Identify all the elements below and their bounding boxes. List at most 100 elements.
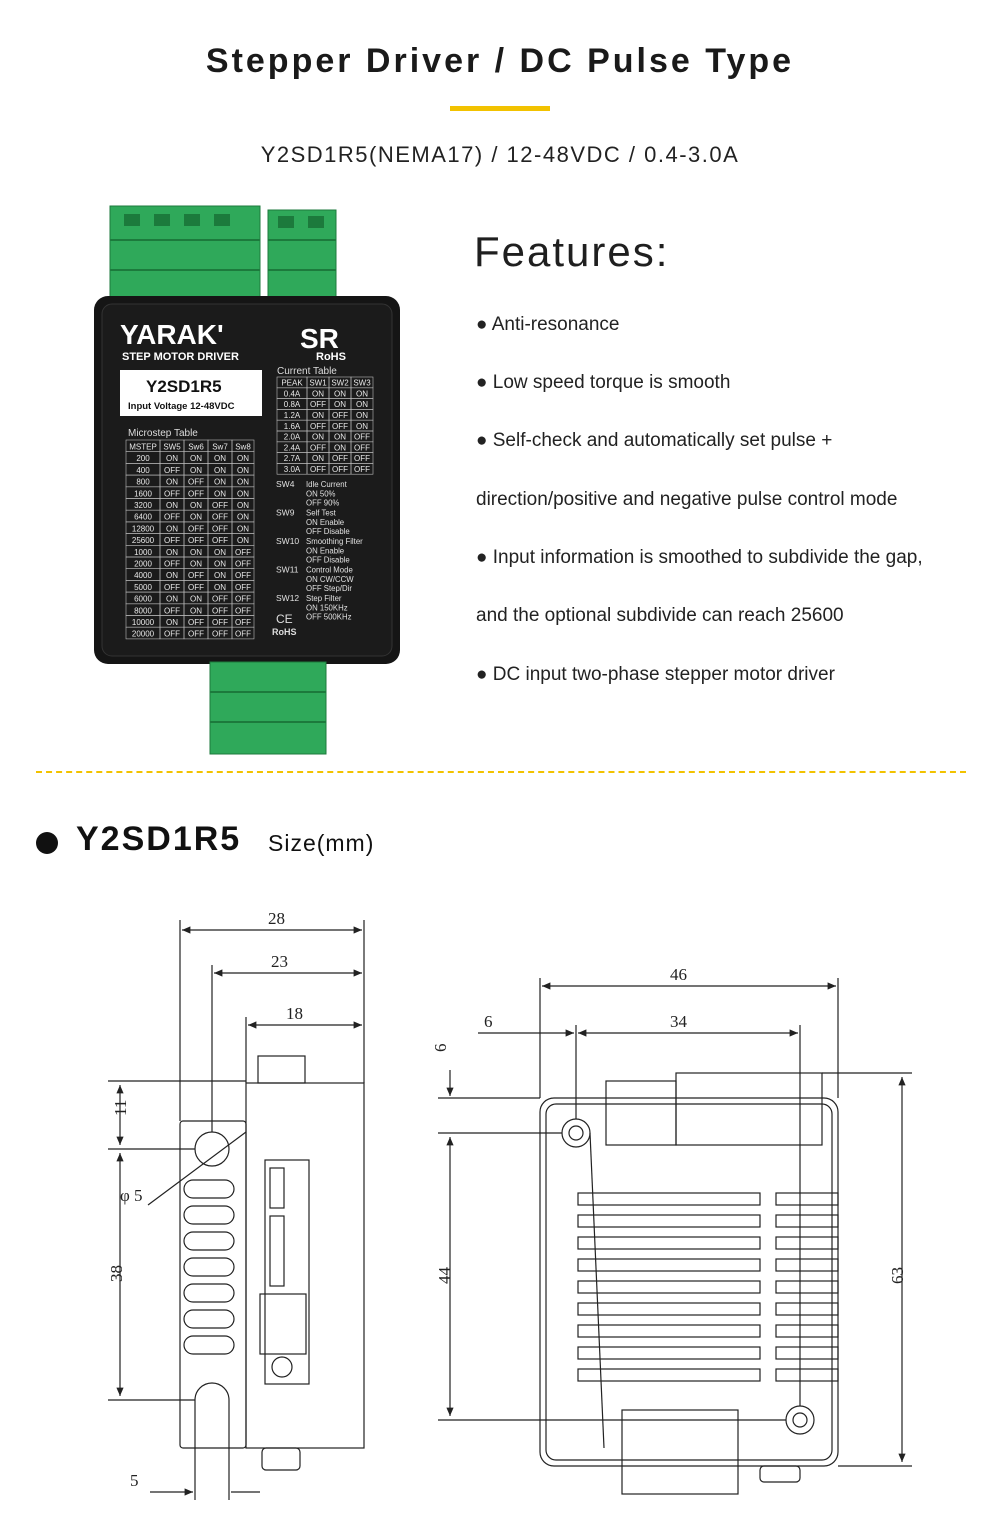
dim-front-hole-span-x: 34 — [670, 1012, 688, 1031]
microstep-cell: OFF — [188, 489, 204, 498]
current-cell: 2.4A — [284, 443, 301, 452]
model-plate-text: Y2SD1R5 — [146, 377, 222, 396]
current-cell: OFF — [310, 422, 326, 431]
driver-illustration: YARAK' STEP MOTOR DRIVER SR RoHS Y2SD1R5… — [94, 205, 400, 755]
switch-note-line: Step Filter — [306, 594, 342, 603]
switch-note-line: OFF Disable — [306, 527, 350, 536]
microstep-cell: 1600 — [134, 489, 152, 498]
product-photo: YARAK' STEP MOTOR DRIVER SR RoHS Y2SD1R5… — [90, 200, 410, 760]
current-cell: OFF — [332, 465, 348, 474]
size-unit-label: Size(mm) — [268, 830, 375, 856]
ce-mark: CE — [276, 612, 293, 626]
microstep-cell: OFF — [235, 630, 251, 639]
current-cell: ON — [356, 411, 368, 420]
feature-line: ● Low speed torque is smooth — [476, 372, 731, 393]
microstep-cell: OFF — [212, 606, 228, 615]
current-cell-border — [350, 463, 374, 475]
microstep-cell: ON — [214, 466, 226, 475]
current-cell: OFF — [332, 422, 348, 431]
microstep-cell: OFF — [235, 595, 251, 604]
microstep-cell: OFF — [235, 560, 251, 569]
current-cell: ON — [334, 389, 346, 398]
microstep-cell: OFF — [212, 595, 228, 604]
dim-front-width-total: 46 — [670, 965, 687, 984]
features-title: Features: — [474, 228, 670, 275]
current-cell: OFF — [354, 465, 370, 474]
microstep-cell: OFF — [164, 606, 180, 615]
dim-side-bottom-slot: 5 — [130, 1471, 139, 1490]
section-divider — [36, 771, 966, 773]
page-subtitle: Y2SD1R5(NEMA17) / 12-48VDC / 0.4-3.0A — [260, 142, 740, 167]
microstep-cell: ON — [237, 524, 249, 533]
microstep-title: Microstep Table — [128, 428, 198, 439]
switch-note-line: Self Test — [306, 509, 337, 518]
microstep-cell: OFF — [212, 524, 228, 533]
feature-line: ● Self-check and automatically set pulse… — [476, 430, 833, 451]
microstep-cell: OFF — [212, 501, 228, 510]
microstep-header-cell: Sw6 — [188, 443, 204, 452]
feature-line: and the optional subdivide can reach 256… — [476, 605, 844, 626]
microstep-cell: OFF — [212, 630, 228, 639]
dim-front-top-offset: 6 — [431, 1044, 450, 1053]
rohs-mark-top: RoHS — [316, 351, 346, 363]
microstep-cell: 400 — [136, 466, 150, 475]
current-cell: ON — [312, 454, 324, 463]
current-cell: ON — [312, 411, 324, 420]
current-header-cell: SW2 — [331, 379, 349, 388]
microstep-cell: ON — [237, 454, 249, 463]
microstep-cell: 3200 — [134, 501, 152, 510]
dim-side-hole-span: 38 — [107, 1265, 126, 1282]
brand-sub-text: STEP MOTOR DRIVER — [122, 351, 239, 363]
microstep-header-cell: MSTEP — [129, 443, 157, 452]
microstep-cell: OFF — [188, 524, 204, 533]
microstep-cell: ON — [166, 618, 178, 627]
microstep-cell: OFF — [188, 571, 204, 580]
microstep-cell: ON — [237, 489, 249, 498]
microstep-cell: ON — [166, 548, 178, 557]
switch-note-line: OFF 90% — [306, 499, 339, 508]
brand-text: YARAK' — [120, 319, 224, 350]
switch-note-line: Control Mode — [306, 566, 353, 575]
switch-note-line: ON CW/CCW — [306, 575, 354, 584]
microstep-cell: ON — [190, 560, 202, 569]
microstep-cell-border — [231, 626, 255, 640]
current-cell: 1.6A — [284, 422, 301, 431]
microstep-cell: OFF — [164, 583, 180, 592]
current-cell: 2.7A — [284, 454, 301, 463]
switch-note-label: SW10 — [276, 536, 299, 546]
size-model-title: Y2SD1R5 — [76, 820, 242, 858]
switch-note-line: ON 150KHz — [306, 603, 348, 612]
microstep-cell: ON — [166, 524, 178, 533]
microstep-cell: ON — [190, 501, 202, 510]
switch-note-label: SW11 — [276, 565, 299, 575]
microstep-cell: ON — [214, 583, 226, 592]
microstep-cell: 25600 — [132, 536, 155, 545]
microstep-cell: ON — [190, 513, 202, 522]
current-cell: ON — [312, 433, 324, 442]
microstep-cell: 6400 — [134, 513, 152, 522]
current-cell: OFF — [354, 454, 370, 463]
feature-line: ● Anti-resonance — [476, 314, 620, 335]
microstep-cell: OFF — [164, 466, 180, 475]
feature-line: ● DC input two-phase stepper motor drive… — [476, 664, 835, 685]
microstep-cell: OFF — [235, 618, 251, 627]
switch-note-label: SW4 — [276, 479, 295, 489]
current-cell: 0.8A — [284, 400, 301, 409]
current-cell: OFF — [310, 465, 326, 474]
microstep-cell: ON — [190, 454, 202, 463]
current-cell: 3.0A — [284, 465, 301, 474]
switch-note-label: SW12 — [276, 593, 299, 603]
microstep-cell: 1000 — [134, 548, 152, 557]
switch-note-line: OFF Step/Dir — [306, 584, 352, 593]
microstep-cell: 6000 — [134, 595, 152, 604]
dim-front-height-total: 63 — [888, 1267, 907, 1284]
current-cell: ON — [334, 400, 346, 409]
microstep-cell: OFF — [212, 536, 228, 545]
switch-note-line: OFF 500KHz — [306, 613, 352, 622]
microstep-cell: ON — [166, 595, 178, 604]
switch-note-line: ON Enable — [306, 546, 344, 555]
feature-line: direction/positive and negative pulse co… — [476, 489, 898, 510]
current-cell: 2.0A — [284, 433, 301, 442]
